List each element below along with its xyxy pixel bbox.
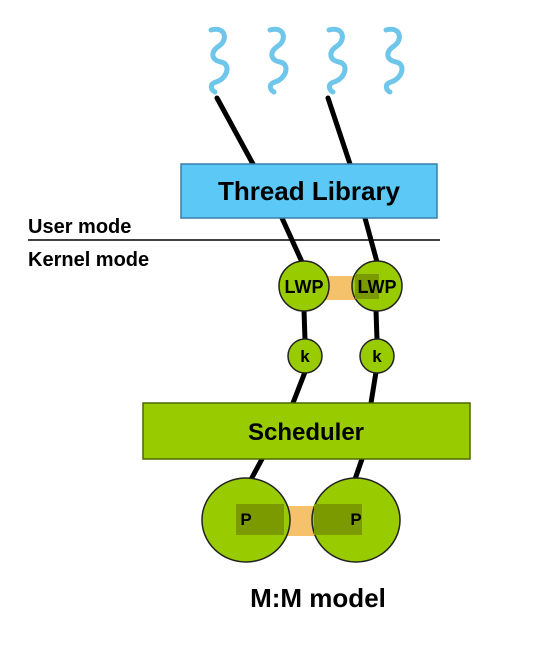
kernel-thread-label: k <box>300 347 310 366</box>
thread-squiggle-icon <box>326 26 348 95</box>
lwp-to-k-line <box>373 307 380 343</box>
lwp-label: LWP <box>358 277 397 297</box>
thread-to-library-line <box>325 95 353 167</box>
user-threads <box>208 26 405 95</box>
processor-group: P P <box>201 477 401 563</box>
thread-library-label: Thread Library <box>218 176 401 206</box>
thread-squiggle-icon <box>383 26 405 95</box>
scheduler-box: Scheduler <box>142 402 471 460</box>
lwp-group: LWP LWP <box>278 260 403 312</box>
lwp-to-k-line <box>301 307 308 343</box>
thread-library-rect <box>180 163 438 219</box>
processor-label: P <box>350 510 361 529</box>
processor-label: P <box>240 510 251 529</box>
lwp-label: LWP <box>285 277 324 297</box>
kernel-thread-label: k <box>372 347 382 366</box>
k-to-scheduler-line <box>368 369 379 406</box>
kernel-thread-node <box>287 338 323 374</box>
scheduler-label: Scheduler <box>248 419 364 446</box>
diagram-caption: M:M model <box>250 583 386 613</box>
thread-to-library-line <box>214 95 256 167</box>
kernel-thread-group: k k <box>287 338 395 374</box>
thread-library-box: Thread Library <box>180 163 438 219</box>
thread-squiggle-icon <box>267 26 289 95</box>
processor-shade <box>314 504 362 535</box>
processor-shade <box>236 504 284 535</box>
scheduler-rect <box>142 402 471 460</box>
lwp-node <box>278 260 330 312</box>
user-mode-label: User mode <box>28 216 131 238</box>
kernel-mode-label: Kernel mode <box>28 249 149 271</box>
kernel-thread-node <box>359 338 395 374</box>
thread-squiggle-icon <box>208 26 230 95</box>
lwp-shade <box>355 274 379 299</box>
k-to-scheduler-line <box>290 369 308 406</box>
